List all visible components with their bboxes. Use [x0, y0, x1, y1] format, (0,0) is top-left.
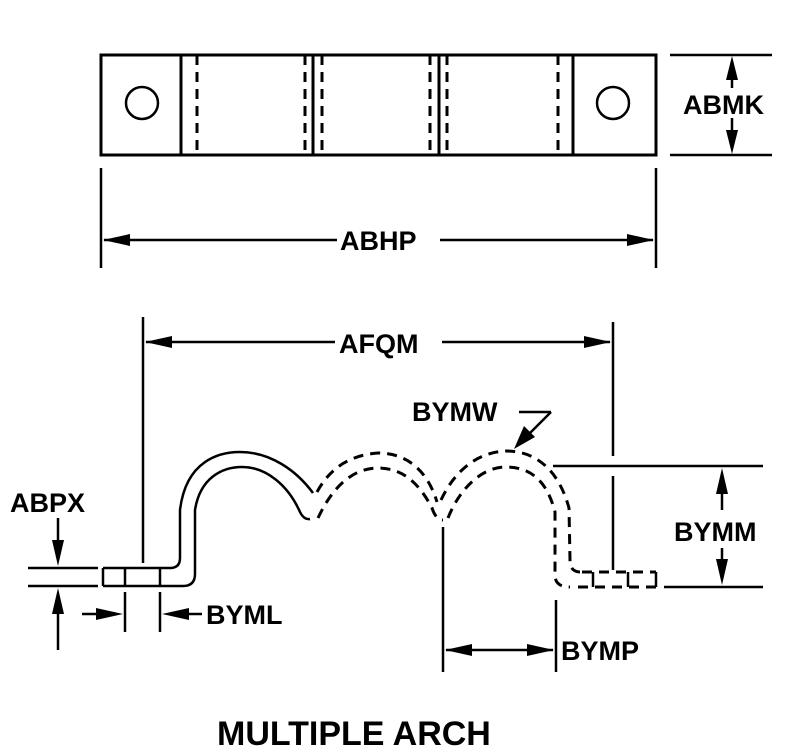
arrowhead-up-icon [716, 468, 728, 494]
third-arch-inner [446, 465, 571, 589]
third-arch-outer [439, 449, 581, 574]
side-view: AFQM BYMW BYMM ABPX [10, 317, 763, 672]
dimension-bymm: BYMM [553, 464, 763, 589]
label-abpx: ABPX [10, 488, 85, 518]
leader-line [529, 411, 552, 434]
dimension-abmk: ABMK [670, 53, 772, 157]
right-foot [578, 570, 658, 589]
arrowhead-left-icon [445, 644, 472, 656]
first-arch-outer [169, 450, 315, 570]
mounting-hole-left [124, 85, 160, 121]
arrowhead-right-icon [584, 336, 611, 348]
dimension-bymw: BYMW [412, 397, 552, 449]
arrowhead-right-icon [627, 234, 654, 246]
left-foot [101, 566, 183, 588]
arrowhead-left-icon [103, 234, 130, 246]
arrowhead-left-icon [145, 336, 172, 348]
dimension-bymp: BYMP [441, 527, 639, 672]
arrowhead-icon [514, 426, 535, 449]
arrowhead-right-icon [527, 644, 554, 656]
second-arch-inner [316, 466, 444, 522]
top-view: ABMK ABHP [99, 53, 772, 268]
arrowhead-right-icon [96, 608, 123, 620]
arrowhead-left-icon [162, 608, 189, 620]
dimension-abpx: ABPX [10, 488, 98, 650]
label-afqm: AFQM [339, 329, 418, 359]
arrowhead-down-icon [726, 130, 738, 154]
strap-outline [99, 53, 658, 157]
label-bymp: BYMP [561, 636, 639, 666]
arrowhead-down-icon [716, 559, 728, 585]
dimension-afqm: AFQM [141, 317, 615, 570]
arrowhead-up-icon [726, 56, 738, 80]
label-abmk: ABMK [683, 90, 764, 120]
first-arch-inner [182, 465, 311, 588]
arrowhead-up-icon [52, 588, 64, 614]
mounting-hole-right [595, 85, 631, 121]
label-abhp: ABHP [340, 226, 417, 256]
second-arch-outer [315, 451, 439, 503]
label-bymw: BYMW [412, 397, 498, 427]
diagram-title: MULTIPLE ARCH [217, 715, 491, 753]
label-bymm: BYMM [674, 517, 757, 547]
dimension-byml: BYML [82, 592, 283, 632]
arrowhead-down-icon [52, 540, 64, 566]
label-byml: BYML [206, 600, 283, 630]
dimension-abhp: ABHP [99, 168, 658, 268]
